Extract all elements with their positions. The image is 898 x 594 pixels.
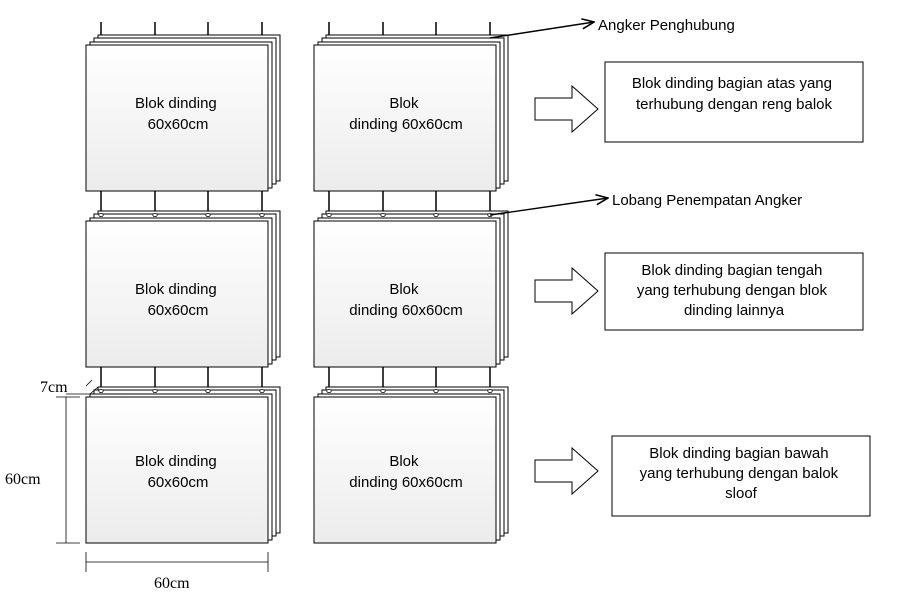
block-arrow-icon [534,266,599,316]
description-panels: Blok dinding bagian atas yang terhubung … [534,61,871,517]
anchor-hole [152,212,158,217]
anchor-callout: Angker Penghubung [489,17,735,39]
svg-text:Blok dinding 60x60cm: Blok dinding 60x60cm [349,281,462,319]
wall-block: Blok dinding 60x60cm [85,34,281,192]
width-dimension-label: 60cm [154,575,190,592]
thickness-tick [89,386,99,395]
block-arrow-icon [534,446,599,496]
block-label-line: Blok [389,453,419,470]
wall-block: Blok dinding 60x60cm [85,210,281,368]
svg-text:Blok dinding 60x60cm: Blok dinding 60x60cm [349,453,462,491]
block-label-line: Blok dinding [135,95,217,112]
block-label-line: Blok [389,95,419,112]
svg-text:Blok dinding bagian bawah: Blok dinding bagian bawah yang terhubung… [640,445,843,502]
anchor-hole [433,212,439,217]
hole-callout: Lobang Penempatan Angker [489,192,802,216]
anchor-hole [433,388,439,393]
description-line: Blok dinding bagian tengah [641,262,822,279]
wall-block: Blok dinding 60x60cm [313,210,509,368]
svg-text:Blok dinding bagian atas yang: Blok dinding bagian atas yang terhubung … [632,75,836,113]
wall-block: Blok dinding 60x60cm [85,386,281,544]
block-label-line: dinding 60x60cm [349,302,462,319]
block-arrow-icon [534,84,599,134]
description-line: yang terhubung dengan blok [637,282,828,299]
anchor-hole [326,212,332,217]
svg-text:Blok dinding 60x60cm: Blok dinding 60x60cm [135,453,221,491]
wall-blocks: Blok dinding 60x60cm Blok dinding 60x60c… [85,34,509,544]
anchor-holes [98,212,493,393]
anchor-hole [259,388,265,393]
wall-block: Blok dinding 60x60cm [313,386,509,544]
description-box [611,435,871,517]
description-line: Blok dinding bagian atas yang [632,75,832,92]
anchor-callout-label: Angker Penghubung [598,17,735,34]
description-line: Blok dinding bagian bawah [649,445,828,462]
anchor-hole [152,388,158,393]
block-label-line: dinding 60x60cm [349,474,462,491]
dimension-lines: 7cm 60cm 60cm [5,379,269,592]
block-label-line: dinding 60x60cm [349,116,462,133]
thickness-tick [85,379,93,387]
anchor-hole [259,212,265,217]
description-line: dinding lainnya [684,302,785,319]
anchor-hole [326,388,332,393]
anchor-hole [380,212,386,217]
height-dimension-label: 60cm [5,471,41,488]
block-label-line: 60x60cm [148,474,209,491]
block-label-line: 60x60cm [148,116,209,133]
anchor-hole [98,388,104,393]
block-label-line: Blok dinding [135,453,217,470]
anchor-hole [380,388,386,393]
svg-text:Blok dinding 60x60cm: Blok dinding 60x60cm [135,95,221,133]
svg-text:Blok dinding 60x60cm: Blok dinding 60x60cm [135,281,221,319]
description-line: yang terhubung dengan balok [640,465,839,482]
anchor-hole [205,212,211,217]
anchor-hole [205,388,211,393]
anchor-callout-arrow [489,22,594,39]
description-box [604,61,864,143]
block-label-line: Blok [389,281,419,298]
thickness-dimension-label: 7cm [40,379,68,396]
anchor-hole [98,212,104,217]
wall-block: Blok dinding 60x60cm [313,34,509,192]
hole-callout-label: Lobang Penempatan Angker [612,192,802,209]
anchor-hole [487,388,493,393]
description-line: sloof [725,485,758,502]
description-box [604,252,864,331]
hole-callout-arrow [489,198,608,216]
block-label-line: 60x60cm [148,302,209,319]
svg-text:Blok dinding 60x60cm: Blok dinding 60x60cm [349,95,462,133]
description-line: terhubung dengan reng balok [636,96,832,113]
block-label-line: Blok dinding [135,281,217,298]
svg-text:Blok dinding bagian tengah: Blok dinding bagian tengah yang terhubun… [637,262,831,319]
